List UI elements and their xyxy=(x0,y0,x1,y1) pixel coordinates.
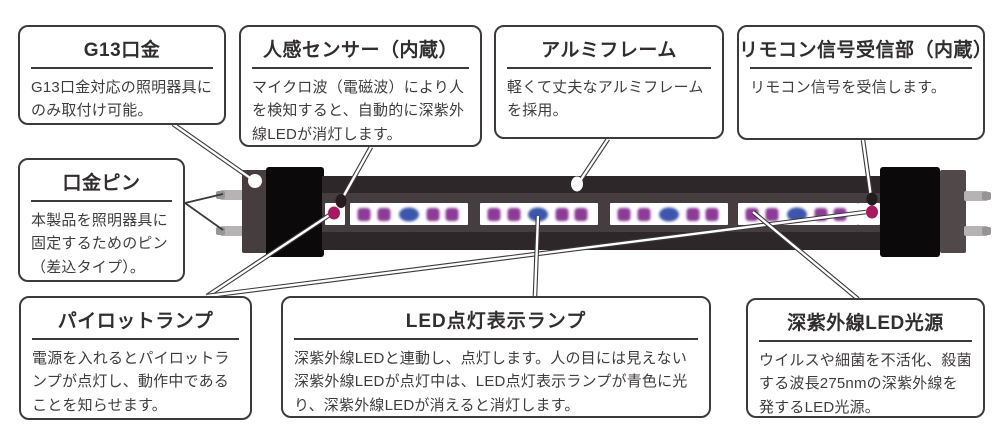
g13-point-dot xyxy=(248,174,262,188)
uv-led-6 xyxy=(507,208,521,221)
callout-body: 電源を入れるとパイロットランプが点灯し、動作中であることを知らせます。 xyxy=(32,350,230,414)
callout-title: LED点灯表示ランプ xyxy=(405,311,587,332)
frame-point-dot xyxy=(571,176,583,192)
callout-title: G13口金 xyxy=(83,40,161,61)
leader-led-indicator-core xyxy=(533,215,540,297)
callout-aluminum-frame: アルミフレーム 軽くて丈夫なアルミフレームを採用。 xyxy=(494,25,724,139)
leader-remote-receiver-core xyxy=(861,139,873,198)
callout-body: リモコン信号を受信します。 xyxy=(750,79,947,96)
callout-body: 本製品を照明器具に固定するためのピン（差込タイプ）。 xyxy=(31,212,168,276)
tube-bottom-frame xyxy=(322,232,882,250)
pin-right-top-tip xyxy=(982,192,991,200)
leader-g13-core xyxy=(172,123,254,181)
tube-top-frame xyxy=(322,176,882,193)
uv-led-11 xyxy=(686,208,700,221)
indicator-led-1 xyxy=(399,207,419,222)
endcap-left-gray xyxy=(242,170,268,253)
uv-led-12 xyxy=(705,208,719,221)
title-divider xyxy=(750,67,972,69)
leader-aluminum-frame-core xyxy=(577,138,609,185)
uv-led-10 xyxy=(637,208,651,221)
callout-title: 人感センサー（内蔵） xyxy=(262,40,458,61)
uv-led-2 xyxy=(377,208,391,221)
callout-base-pins: 口金ピン 本製品を照明器具に固定するためのピン（差込タイプ）。 xyxy=(18,158,185,282)
callout-title: パイロットランプ xyxy=(57,311,214,332)
endcap-left-black xyxy=(266,167,324,257)
callout-title: アルミフレーム xyxy=(541,40,677,61)
uv-led-3 xyxy=(426,208,440,221)
uv-led-8 xyxy=(574,208,588,221)
callout-body: ウイルスや細菌を不活化、殺菌する波長275nmの深紫外線を発するLED光源。 xyxy=(759,352,972,416)
leader-motion-sensor-core xyxy=(340,146,373,200)
callout-led-indicator: LED点灯表示ランプ 深紫外線LEDと連動し、点灯します。人の目には見えない深紫… xyxy=(281,296,711,418)
leader-uv-led-core xyxy=(752,211,859,300)
pin-left-top xyxy=(220,190,246,200)
leader-pin-top xyxy=(184,193,224,204)
callout-title: リモコン信号受信部（内蔵） xyxy=(739,40,983,61)
callout-remote-receiver: リモコン信号受信部（内蔵） リモコン信号を受信します。 xyxy=(737,25,985,140)
callout-body: G13口金対応の照明器具にのみ取付け可能。 xyxy=(31,79,212,120)
endcap-right-gray xyxy=(940,170,966,253)
callout-body: 深紫外線LEDと連動し、点灯します。人の目には見えない深紫外線LEDが点灯中は、… xyxy=(294,350,688,414)
uv-led-5 xyxy=(487,208,501,221)
pin-right-bottom-tip xyxy=(982,227,991,235)
sensor-dot-left xyxy=(335,194,347,208)
title-divider xyxy=(294,338,698,340)
callout-motion-sensor: 人感センサー（内蔵） マイクロ波（電磁波）により人を検知すると、自動的に深紫外線… xyxy=(239,25,482,147)
indicator-led-2 xyxy=(528,207,548,222)
uv-led-4 xyxy=(445,208,459,221)
callout-title: 深紫外線LED光源 xyxy=(787,313,944,334)
title-divider xyxy=(507,67,711,69)
title-divider xyxy=(32,338,239,340)
title-divider xyxy=(31,200,172,202)
endcap-right-black xyxy=(880,167,940,257)
leader-pilot-left-core xyxy=(206,210,335,298)
callout-uv-led-source: 深紫外線LED光源 ウイルスや細菌を不活化、殺菌する波長275nmの深紫外線を発… xyxy=(746,298,985,418)
title-divider xyxy=(31,67,213,69)
uv-led-9 xyxy=(617,208,631,221)
uv-led-14 xyxy=(765,208,779,221)
callout-pilot-lamp: パイロットランプ 電源を入れるとパイロットランプが点灯し、動作中であることを知ら… xyxy=(19,296,252,420)
indicator-led-3 xyxy=(659,207,679,222)
callout-body: マイクロ波（電磁波）により人を検知すると、自動的に深紫外線LEDが消灯します。 xyxy=(252,79,465,143)
title-divider xyxy=(759,340,972,342)
uv-led-7 xyxy=(555,208,569,221)
pin-right-top xyxy=(964,191,988,201)
pin-right-bottom xyxy=(964,226,988,236)
title-divider xyxy=(252,67,469,69)
callout-body: 軽くて丈夫なアルミフレームを採用。 xyxy=(507,79,704,120)
uv-led-1 xyxy=(357,208,371,221)
pilot-lamp-dot-right xyxy=(866,205,878,219)
pin-left-bottom xyxy=(220,226,246,236)
callout-g13-base: G13口金 G13口金対応の照明器具にのみ取付け可能。 xyxy=(18,25,226,125)
sensor-dot-right xyxy=(866,192,878,206)
pilot-lamp-dot-left xyxy=(328,206,340,220)
leader-pin-bottom xyxy=(184,202,224,231)
callout-title: 口金ピン xyxy=(62,173,141,194)
